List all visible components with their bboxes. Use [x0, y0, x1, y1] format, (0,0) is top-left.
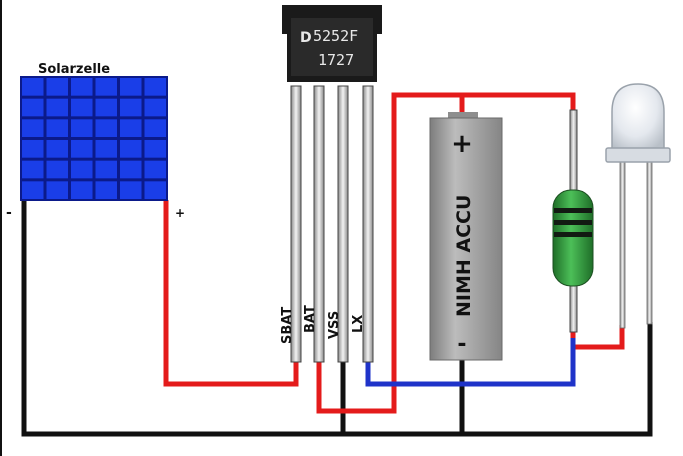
chip-leg-bat: [313, 85, 325, 363]
solar-cell-square: [144, 140, 166, 158]
solar-cell-square: [71, 181, 93, 199]
inductor-band-2: [554, 220, 592, 225]
pin-label-sbat: SBAT: [280, 307, 295, 344]
solar-cell-frame: [20, 76, 168, 201]
wire-lx-blue: [365, 338, 576, 387]
solar-cell-square: [144, 160, 166, 179]
battery-minus-label: -: [457, 332, 466, 357]
solar-cell-square: [120, 140, 142, 158]
inductor: [552, 109, 594, 333]
battery-nimh: + NIMH ACCU -: [429, 112, 503, 361]
solar-cell-square: [71, 119, 93, 137]
wire-bat-red: [316, 92, 576, 414]
solar-minus-label: -: [6, 205, 12, 221]
solar-cell-square: [46, 160, 68, 179]
solar-cell-square: [120, 78, 142, 96]
led-rim: [605, 147, 671, 163]
solar-cell-square: [22, 78, 44, 96]
solar-cell-square: [95, 160, 117, 179]
led-leg-cathode: [646, 159, 653, 325]
solar-plus-label: +: [175, 206, 185, 220]
solar-cell-square: [120, 98, 142, 117]
battery-plus-label: +: [451, 129, 473, 159]
battery-cap: [448, 112, 478, 122]
chip-5252f: D 5252F 1727: [282, 5, 382, 363]
solar-cell-square: [46, 78, 68, 96]
chip-marking-line1: 5252F: [313, 27, 358, 45]
inductor-band-3: [554, 232, 592, 237]
solar-cell-square: [22, 181, 44, 199]
solar-cell-square: [71, 160, 93, 179]
solar-cell-square: [144, 181, 166, 199]
solar-cell-square: [120, 119, 142, 137]
solar-cell-label: Solarzelle: [38, 62, 110, 77]
battery-body: [429, 117, 503, 361]
solar-cell-square: [120, 181, 142, 199]
solar-cell-square: [22, 140, 44, 158]
inductor-band-1: [554, 208, 592, 213]
solar-cell-grid: [22, 78, 166, 199]
pin-label-lx: LX: [351, 315, 366, 333]
battery-label: NIMH ACCU: [453, 195, 475, 317]
solar-cell-square: [120, 160, 142, 179]
solar-cell-square: [71, 140, 93, 158]
solar-cell-square: [95, 181, 117, 199]
solar-cell-square: [144, 98, 166, 117]
wire-led-red: [570, 325, 625, 350]
chip-leg-vss: [337, 85, 349, 363]
inductor-body: [552, 189, 594, 287]
chip-face: [291, 18, 373, 76]
pin-label-vss: VSS: [327, 311, 342, 339]
led: [605, 83, 671, 329]
solar-cell-square: [95, 119, 117, 137]
solar-cell-square: [22, 119, 44, 137]
chip-leg-sbat: [290, 85, 302, 363]
wire-solar-plus-red: [163, 200, 299, 387]
chip-marking-line2: 1727: [318, 51, 354, 69]
solar-cell-square: [95, 78, 117, 96]
chip-leg-lx: [362, 85, 374, 363]
pin-label-bat: BAT: [303, 305, 318, 333]
solar-cell-square: [144, 119, 166, 137]
solar-cell-square: [46, 140, 68, 158]
solar-cell-square: [22, 98, 44, 117]
solar-cell-square: [46, 119, 68, 137]
wire-ground-black: [21, 200, 653, 437]
solar-cell-square: [71, 98, 93, 117]
solar-cell-square: [46, 181, 68, 199]
solar-cell-square: [46, 98, 68, 117]
solar-cell: [20, 76, 168, 201]
solar-cell-square: [144, 78, 166, 96]
chip-logo: D: [300, 30, 312, 46]
solar-cell-square: [95, 98, 117, 117]
solar-cell-square: [71, 78, 93, 96]
solar-cell-square: [22, 160, 44, 179]
led-dome: [611, 83, 665, 153]
led-leg-anode: [619, 159, 626, 329]
solar-cell-square: [95, 140, 117, 158]
